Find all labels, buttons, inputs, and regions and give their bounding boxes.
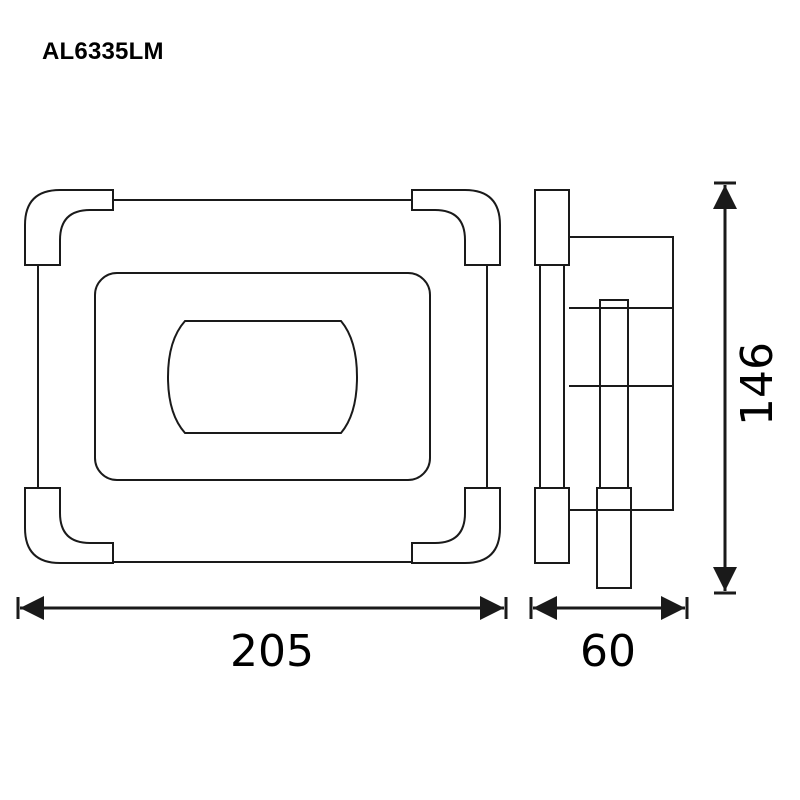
corner-bottom-right (411, 487, 501, 564)
side-view (534, 189, 674, 589)
dim-height-label: 146 (732, 342, 783, 426)
mount-plate (569, 236, 674, 511)
model-number-title: AL6335LM (42, 38, 164, 65)
corner-top-left (24, 189, 114, 266)
front-view (24, 189, 501, 564)
corner-bottom-left (24, 487, 114, 564)
middle-frame (94, 272, 431, 481)
mid-rail-cap (596, 487, 632, 589)
inner-panel (166, 320, 359, 434)
dim-width-label: 205 (230, 626, 314, 677)
side-cap-top (534, 189, 570, 266)
side-cap-bottom (534, 487, 570, 564)
dim-depth-label: 60 (580, 626, 636, 677)
mid-rail (599, 299, 629, 489)
corner-top-right (411, 189, 501, 266)
dimension-lines (16, 181, 737, 620)
